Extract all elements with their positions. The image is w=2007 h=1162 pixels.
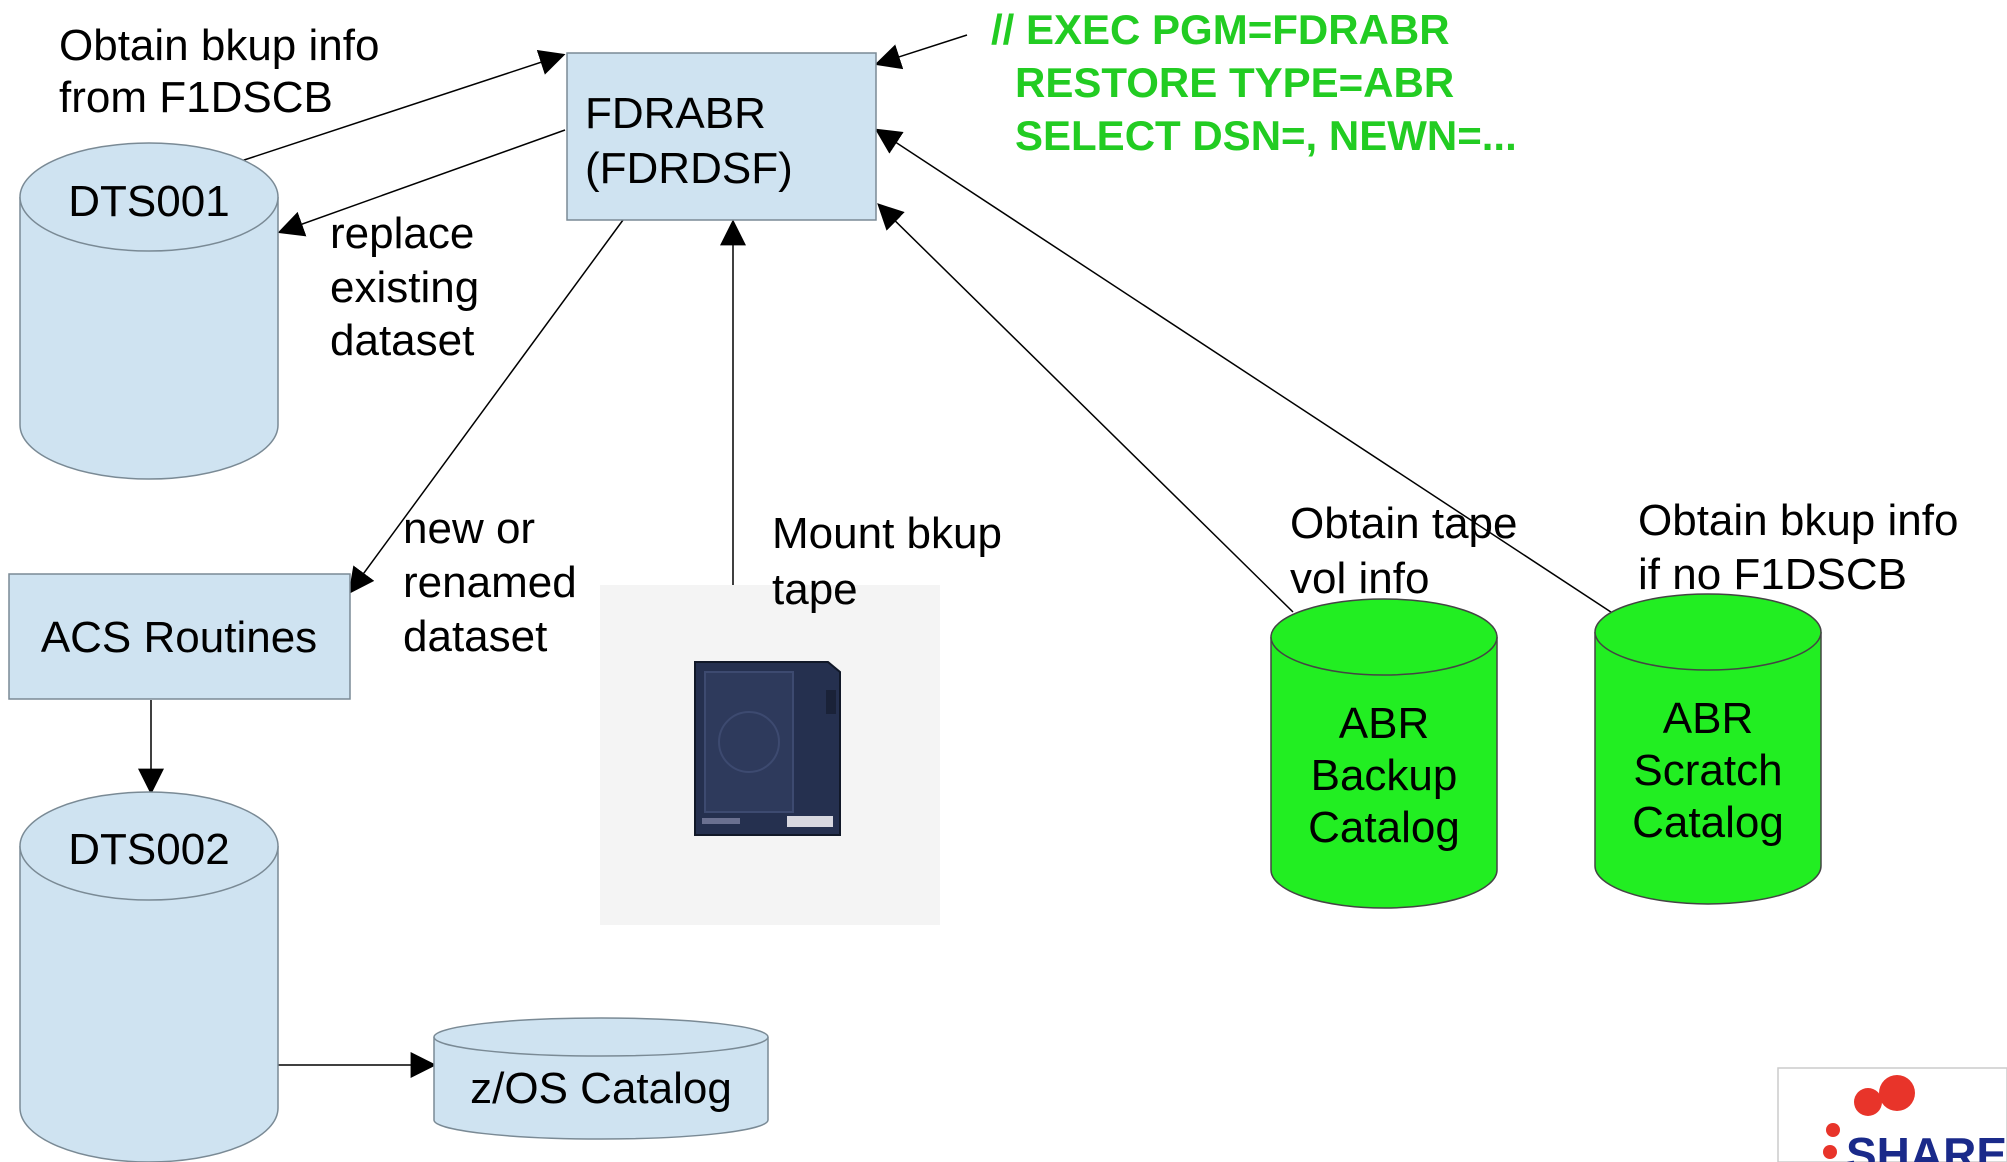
jcl-line-3: SELECT DSN=, NEWN=... <box>1015 112 1517 159</box>
dts001-volume: DTS001 <box>19 142 279 480</box>
annotation-line: renamed <box>403 558 577 607</box>
arrow-fdrabr-to-acs <box>348 219 624 595</box>
scratch-catalog-line3: Catalog <box>1632 798 1784 847</box>
scratch-catalog-line1: ABR <box>1663 694 1753 743</box>
arrow-dts001-to-fdrabr <box>237 49 566 163</box>
annotation-new-or-renamed: new or renamed dataset <box>403 504 577 661</box>
annotation-line: dataset <box>403 612 547 661</box>
zos-catalog: z/OS Catalog <box>433 1017 769 1140</box>
jcl-line-2: RESTORE TYPE=ABR <box>1015 59 1454 106</box>
annotation-mount-tape: Mount bkup tape <box>772 509 1002 614</box>
annotation-no-f1dscb: Obtain bkup info if no F1DSCB <box>1638 496 1958 599</box>
share-logo-text: SHARE <box>1846 1128 2007 1162</box>
arrow-jcl-to-fdrabr <box>874 34 968 70</box>
annotation-line: Obtain bkup info <box>1638 496 1958 545</box>
share-logo: SHARE <box>1777 1067 2007 1162</box>
annotation-line: Obtain tape <box>1290 499 1518 548</box>
annotation-line: vol info <box>1290 554 1429 603</box>
fdrdsf-label: (FDRDSF) <box>585 144 793 193</box>
abr-backup-catalog: ABR Backup Catalog <box>1270 598 1498 909</box>
arrow-backup-catalog-to-fdrabr <box>877 203 1294 613</box>
dts001-label: DTS001 <box>68 177 229 226</box>
jcl-line-1: // EXEC PGM=FDRABR <box>991 6 1450 53</box>
jcl-statement: // EXEC PGM=FDRABR RESTORE TYPE=ABR SELE… <box>991 6 1517 159</box>
annotation-line: new or <box>403 504 535 553</box>
annotation-line: replace <box>330 209 474 258</box>
backup-catalog-line3: Catalog <box>1308 803 1460 852</box>
dts002-label: DTS002 <box>68 825 229 874</box>
annotation-obtain-from-f1dscb: Obtain bkup info from F1DSCB <box>59 21 379 122</box>
acs-routines-label: ACS Routines <box>41 613 317 662</box>
arrow-fdrabr-to-dts001 <box>277 129 566 237</box>
arrow-scratch-catalog-to-fdrabr <box>874 128 1621 619</box>
annotation-line: if no F1DSCB <box>1638 550 1907 599</box>
zos-catalog-label: z/OS Catalog <box>470 1064 732 1113</box>
annotation-line: from F1DSCB <box>59 73 333 122</box>
annotation-line: dataset <box>330 316 474 365</box>
annotation-line: tape <box>772 565 858 614</box>
abr-scratch-catalog: ABR Scratch Catalog <box>1594 593 1822 905</box>
dts002-volume: DTS002 <box>19 791 279 1162</box>
backup-tape-icon <box>600 585 940 925</box>
annotation-tape-vol-info: Obtain tape vol info <box>1290 499 1518 603</box>
backup-catalog-line2: Backup <box>1311 751 1458 800</box>
scratch-catalog-line2: Scratch <box>1633 746 1782 795</box>
acs-routines-box: ACS Routines <box>8 573 351 700</box>
annotation-line: Obtain bkup info <box>59 21 379 70</box>
fdrabr-label: FDRABR <box>585 89 766 138</box>
annotation-line: Mount bkup <box>772 509 1002 558</box>
annotation-line: existing <box>330 263 479 312</box>
annotation-replace-existing: replace existing dataset <box>330 209 479 365</box>
fdrabr-box: FDRABR (FDRDSF) <box>566 52 877 221</box>
backup-catalog-line1: ABR <box>1339 699 1429 748</box>
